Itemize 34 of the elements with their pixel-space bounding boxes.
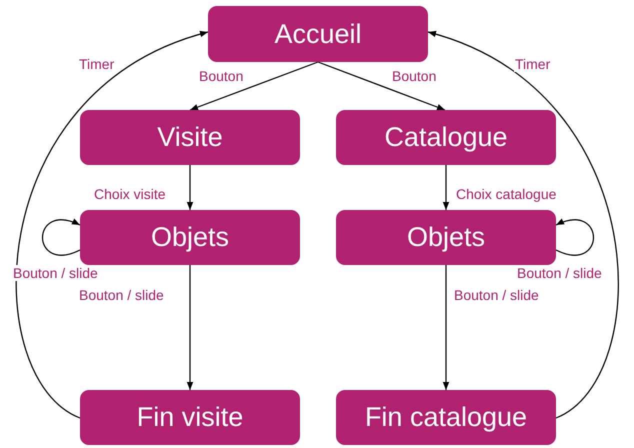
state-box [80, 210, 300, 265]
state-box [336, 390, 556, 445]
arrow [318, 61, 446, 111]
edge-label: Choix catalogue [455, 186, 558, 202]
edge-label: Choix visite [93, 186, 167, 202]
arrow [428, 31, 619, 418]
edge-label: Bouton / slide [516, 265, 603, 281]
state-label: Catalogue [384, 122, 508, 153]
state-label: Fin catalogue [364, 402, 528, 433]
edge-label: Bouton / slide [12, 265, 99, 281]
edge-label: Timer [78, 56, 116, 72]
arrow [190, 61, 318, 111]
arrow [16, 31, 208, 418]
edge-label: Timer [514, 56, 552, 72]
edge-label: Bouton / slide [78, 287, 165, 303]
edge-label: Bouton [198, 68, 244, 84]
state-box [80, 110, 300, 165]
state-label: Accueil [274, 18, 362, 50]
arrow [186, 165, 194, 210]
state-box [336, 210, 556, 265]
state-label: Objets [150, 222, 230, 253]
state-label: Visite [157, 122, 223, 153]
state-box [336, 110, 556, 165]
arrow [556, 219, 594, 256]
arrow [442, 165, 450, 210]
arrow [186, 265, 194, 390]
arrow [42, 219, 80, 256]
state-label: Fin visite [136, 402, 244, 433]
edge-label: Bouton / slide [453, 287, 540, 303]
state-box [208, 6, 428, 62]
state-label: Objets [406, 222, 486, 253]
edge-label: Bouton [391, 68, 438, 84]
arrow [442, 265, 450, 390]
state-box [80, 390, 300, 445]
